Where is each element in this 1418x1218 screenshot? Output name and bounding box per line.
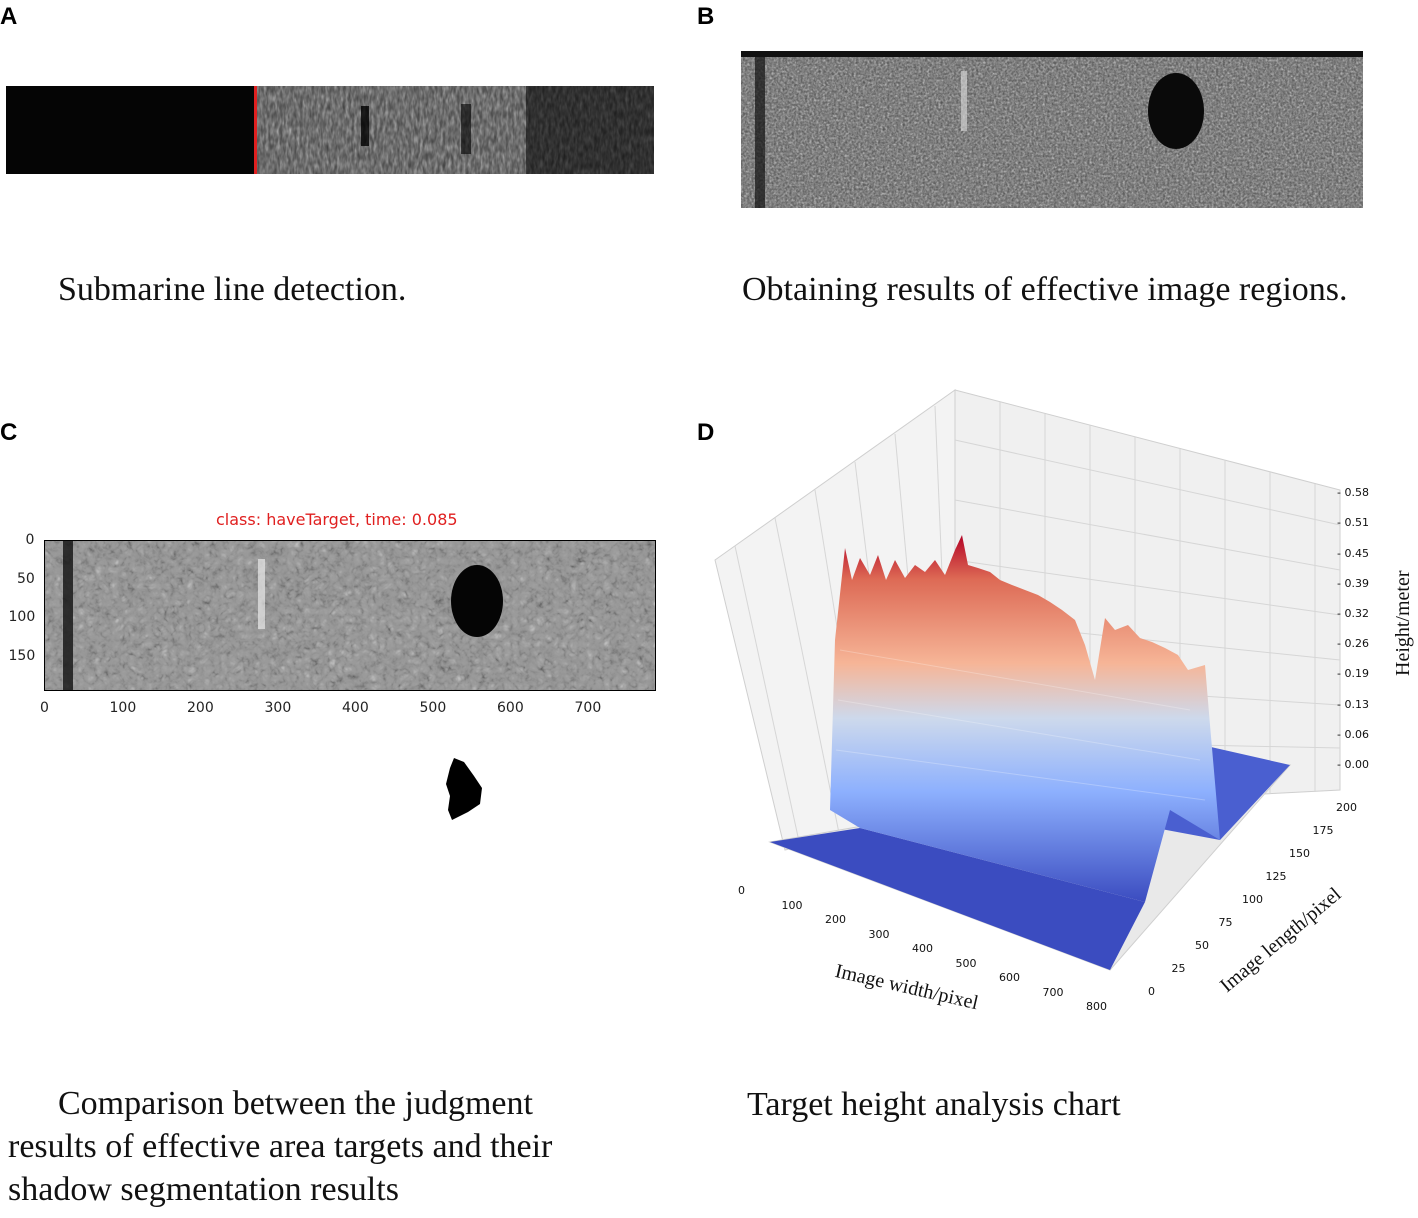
x-tick-label: 400 <box>912 942 933 955</box>
x-tick-label: 500 <box>419 700 447 716</box>
panel-b-caption: Obtaining results of effective image reg… <box>742 271 1348 308</box>
x-tick-label: 200 <box>187 700 214 716</box>
target-height-3d-surface <box>700 380 1360 1030</box>
panel-b-letter: B <box>697 3 715 30</box>
panel-c-caption-line-2: results of effective area targets and th… <box>8 1128 553 1165</box>
panel-a-caption: Submarine line detection. <box>58 271 407 308</box>
y-tick-label: 200 <box>1336 801 1357 814</box>
x-tick-label: 600 <box>999 971 1020 984</box>
classification-sonar-image <box>44 540 656 691</box>
x-tick-label: 0 <box>40 700 49 716</box>
x-tick-label: 100 <box>109 700 137 716</box>
y-tick-label: 50 <box>1195 939 1209 952</box>
panel-d-letter: D <box>697 419 715 446</box>
x-tick-label: 300 <box>264 700 292 716</box>
z-tick-label: - 0.32 <box>1337 607 1369 620</box>
y-tick-label: 125 <box>1265 870 1287 883</box>
panel-c-caption-line-3: shadow segmentation results <box>8 1171 399 1208</box>
z-tick-label: - 0.13 <box>1337 697 1369 711</box>
z-axis-label: Height/meter <box>1392 570 1414 676</box>
z-tick-label: - 0.45 <box>1337 546 1369 560</box>
z-tick-label: - 0.39 <box>1337 576 1369 590</box>
y-tick-label: 100 <box>1242 893 1263 906</box>
y-tick-label: 100 <box>8 609 36 625</box>
x-tick-label: 600 <box>497 700 524 716</box>
panel-d-caption: Target height analysis chart <box>747 1086 1121 1123</box>
y-tick-label: 0 <box>25 532 35 548</box>
x-tick-label: 400 <box>342 700 369 716</box>
classification-result-title: class: haveTarget, time: 0.085 <box>216 510 458 529</box>
x-tick-label: 100 <box>781 898 803 912</box>
z-tick-label: - 0.19 <box>1337 667 1369 681</box>
y-tick-label: 150 <box>1289 847 1310 860</box>
x-tick-label: 700 <box>574 700 602 716</box>
x-tick-label: 300 <box>868 927 890 941</box>
x-tick-label: 0 <box>738 884 745 897</box>
panel-c-letter: C <box>0 419 18 446</box>
detected-submarine-line <box>254 86 257 174</box>
z-tick-label: - 0.26 <box>1337 637 1369 651</box>
z-tick-label: - 0.06 <box>1337 727 1369 741</box>
y-tick-label: 50 <box>17 570 35 587</box>
x-tick-label: 700 <box>1042 985 1064 999</box>
x-tick-label: 800 <box>1086 1000 1107 1013</box>
panel-c-caption-line-1: Comparison between the judgment <box>58 1085 533 1122</box>
y-tick-label: 150 <box>8 647 36 664</box>
y-tick-label: 0 <box>1148 985 1155 998</box>
x-tick-label: 200 <box>825 913 846 926</box>
y-tick-label: 25 <box>1171 962 1186 975</box>
effective-region-sonar-image <box>741 51 1363 208</box>
submarine-line-sonar-image <box>6 86 654 174</box>
y-tick-label: 75 <box>1218 916 1233 929</box>
z-tick-label: - 0.51 <box>1337 516 1369 530</box>
y-tick-label: 175 <box>1312 824 1334 837</box>
shadow-segmentation-mask <box>444 756 486 827</box>
panel-a-letter: A <box>0 3 18 30</box>
z-tick-label: - 0.58 <box>1337 486 1369 500</box>
z-tick-label: - 0.00 <box>1337 758 1369 771</box>
panel-c-caption: Comparison between the judgment results … <box>8 1082 552 1211</box>
x-tick-label: 500 <box>955 956 977 970</box>
